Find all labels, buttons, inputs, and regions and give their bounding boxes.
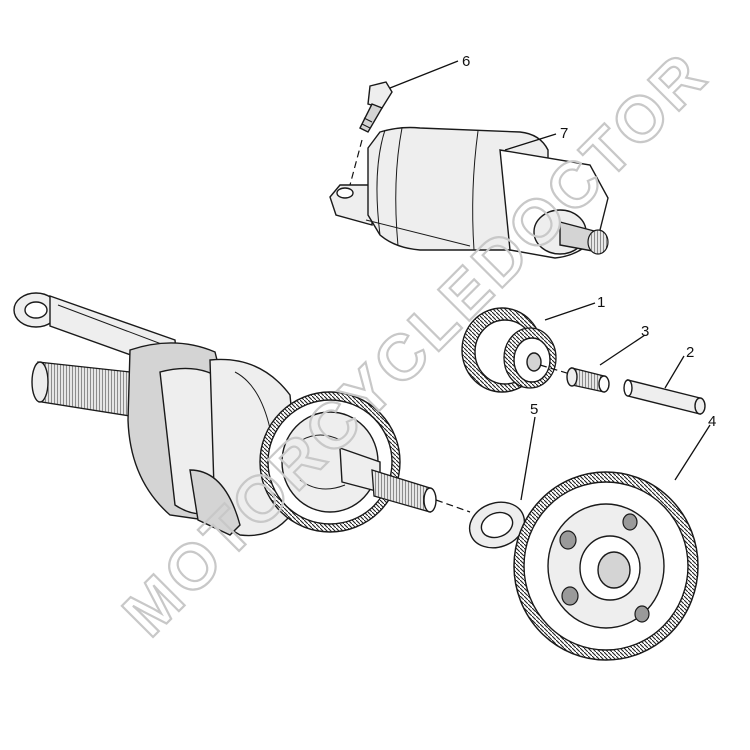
crankshaft-assembly bbox=[13, 292, 471, 537]
bolt bbox=[349, 81, 393, 186]
callout-2: 2 bbox=[686, 344, 694, 361]
needle-bearing bbox=[566, 367, 610, 393]
callout-6: 6 bbox=[462, 53, 470, 70]
callout-leaders bbox=[389, 60, 711, 501]
callout-3: 3 bbox=[641, 323, 649, 340]
starter-driven-gear bbox=[513, 471, 699, 661]
idler-shaft bbox=[623, 379, 706, 415]
callout-7: 7 bbox=[560, 125, 568, 142]
idler-gear bbox=[461, 307, 571, 393]
callout-5: 5 bbox=[530, 401, 538, 418]
callout-4: 4 bbox=[708, 413, 716, 430]
starter-motor bbox=[329, 126, 609, 259]
callout-1: 1 bbox=[597, 294, 605, 311]
